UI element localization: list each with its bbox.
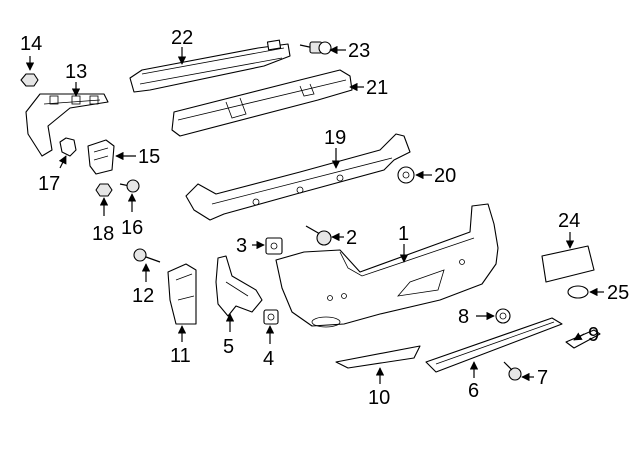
callout-8: 8	[458, 306, 469, 328]
part-8-nut	[495, 308, 511, 324]
part-12-screw	[133, 248, 161, 263]
part-25-clip	[567, 285, 589, 299]
callout-22: 22	[171, 27, 193, 49]
part-23-bolt	[299, 41, 332, 55]
callout-11: 11	[170, 345, 191, 367]
callout-13: 13	[65, 61, 87, 83]
callout-16: 16	[121, 217, 143, 239]
callout-1: 1	[398, 223, 409, 245]
callout-21: 21	[366, 77, 388, 99]
part-10-reflector	[335, 345, 421, 369]
part-19-reinforcement	[185, 133, 411, 221]
part-9-trim	[565, 329, 601, 349]
part-15-bracket	[87, 139, 115, 175]
callout-23: 23	[348, 40, 370, 62]
part-5-guide	[215, 255, 263, 317]
callout-25: 25	[607, 282, 629, 304]
callout-24: 24	[558, 210, 580, 232]
part-16-screw	[119, 179, 140, 193]
callout-12: 12	[132, 285, 154, 307]
callout-20: 20	[434, 165, 456, 187]
callout-2: 2	[346, 227, 357, 249]
part-14-nut	[20, 73, 39, 87]
callout-17: 17	[38, 173, 60, 195]
part-11-bracket	[167, 263, 197, 325]
part-4-nut	[263, 309, 279, 325]
part-3-nut	[265, 237, 283, 255]
part-24-plate	[541, 245, 595, 283]
part-6-diffuser	[425, 317, 563, 373]
part-2-bolt	[305, 225, 332, 246]
callout-14: 14	[20, 33, 42, 55]
callout-4: 4	[263, 348, 274, 370]
callout-5: 5	[223, 336, 234, 358]
callout-labels: 14 13 22 23 21 15 17 16 18 19 20 1 2 3 4…	[20, 27, 629, 409]
callout-9: 9	[588, 324, 599, 346]
callout-15: 15	[138, 146, 160, 168]
callout-10: 10	[368, 387, 390, 409]
part-1-bumper-cover	[275, 203, 499, 328]
callout-19: 19	[324, 127, 346, 149]
callout-6: 6	[468, 380, 479, 402]
part-17-clip	[59, 137, 77, 157]
part-7-bolt	[503, 361, 522, 381]
part-22-impact-bar	[129, 39, 291, 93]
callout-3: 3	[236, 235, 247, 257]
callout-7: 7	[537, 367, 548, 389]
callout-18: 18	[92, 223, 114, 245]
part-20-nut	[397, 166, 415, 184]
leader-lines	[25, 45, 604, 384]
part-18-nut	[95, 183, 113, 197]
